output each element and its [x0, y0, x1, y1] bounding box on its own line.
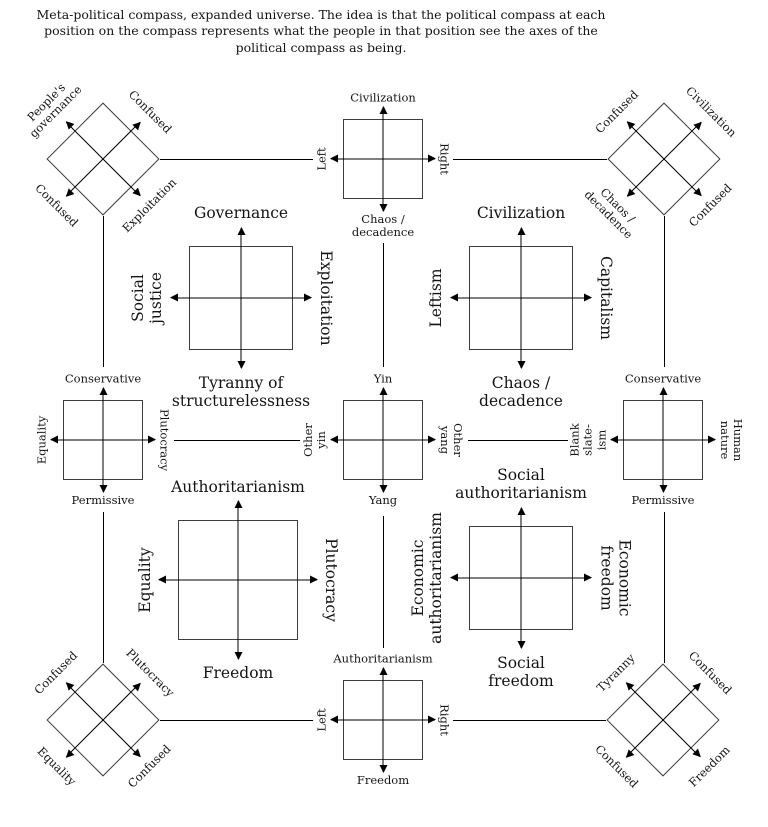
axis-arrow: [102, 388, 104, 492]
connector-line: [468, 440, 568, 441]
axis-arrow: [237, 501, 239, 659]
axis-label-top: Authoritarianism: [333, 651, 433, 666]
axis-label-left: Blank slate- ism: [567, 423, 609, 457]
axis-label-bottom: Chaos / decadence: [351, 212, 415, 240]
axis-label-top: Civilization: [476, 203, 566, 222]
axis-label-left: Left: [314, 147, 329, 171]
axis-label-left: Economic authoritarianism: [408, 512, 445, 644]
axis-arrow: [382, 668, 384, 772]
axis-label-bottom: Tyranny of structurelessness: [171, 374, 311, 411]
connector-line: [160, 720, 313, 721]
axis-label-bottom: Chaos / decadence: [479, 374, 563, 411]
connector-line: [383, 516, 384, 648]
axis-label-bottom: Yang: [368, 493, 398, 507]
axis-label-bottom: Permissive: [71, 493, 135, 507]
axis-label-right: Economic freedom: [597, 539, 634, 617]
connector-line: [453, 159, 607, 160]
axis-arrow: [240, 228, 242, 368]
axis-label-top: Social authoritarianism: [455, 465, 587, 502]
connector-line: [103, 512, 104, 663]
diagram-title: Meta-political compass, expanded univers…: [36, 7, 606, 55]
axis-arrow: [520, 228, 522, 368]
axis-label-bottom: Permissive: [631, 493, 695, 507]
connector-line: [383, 243, 384, 367]
axis-arrow: [382, 107, 384, 211]
connector-line: [160, 159, 313, 160]
axis-arrow: [662, 388, 664, 492]
axis-label-bottom: Freedom: [202, 664, 274, 682]
connector-line: [664, 216, 665, 367]
axis-label-top: Conservative: [624, 371, 702, 386]
axis-label-right: Other yang: [437, 423, 465, 457]
axis-label-left: Left: [314, 708, 329, 732]
connector-line: [664, 512, 665, 663]
axis-label-top: Conservative: [64, 371, 142, 386]
connector-line: [103, 216, 104, 367]
axis-label-left: Other yin: [301, 423, 329, 457]
axis-label-bottom: Social freedom: [488, 654, 554, 691]
axis-label-right: Right: [437, 143, 452, 175]
axis-label-top: Authoritarianism: [171, 477, 305, 496]
axis-label-left: Social justice: [128, 272, 165, 324]
axis-label-right: Human nature: [717, 418, 745, 462]
connector-line: [453, 720, 606, 721]
axis-label-left: Leftism: [426, 268, 445, 328]
axis-label-top: Yin: [373, 371, 393, 386]
axis-label-right: Exploitation: [317, 250, 336, 346]
axis-label-right: Right: [437, 704, 452, 736]
axis-label-top: Civilization: [350, 90, 416, 105]
axis-label-left: Equality: [34, 415, 49, 465]
axis-arrow: [520, 508, 522, 648]
axis-label-right: Capitalism: [597, 255, 616, 341]
axis-arrow: [382, 388, 384, 492]
axis-label-left: Equality: [135, 547, 154, 613]
axis-label-right: Plutocracy: [157, 408, 172, 472]
axis-label-bottom: Freedom: [356, 773, 410, 787]
connector-line: [174, 440, 300, 441]
axis-label-right: Plutocracy: [322, 538, 341, 622]
axis-label-top: Governance: [193, 203, 289, 222]
